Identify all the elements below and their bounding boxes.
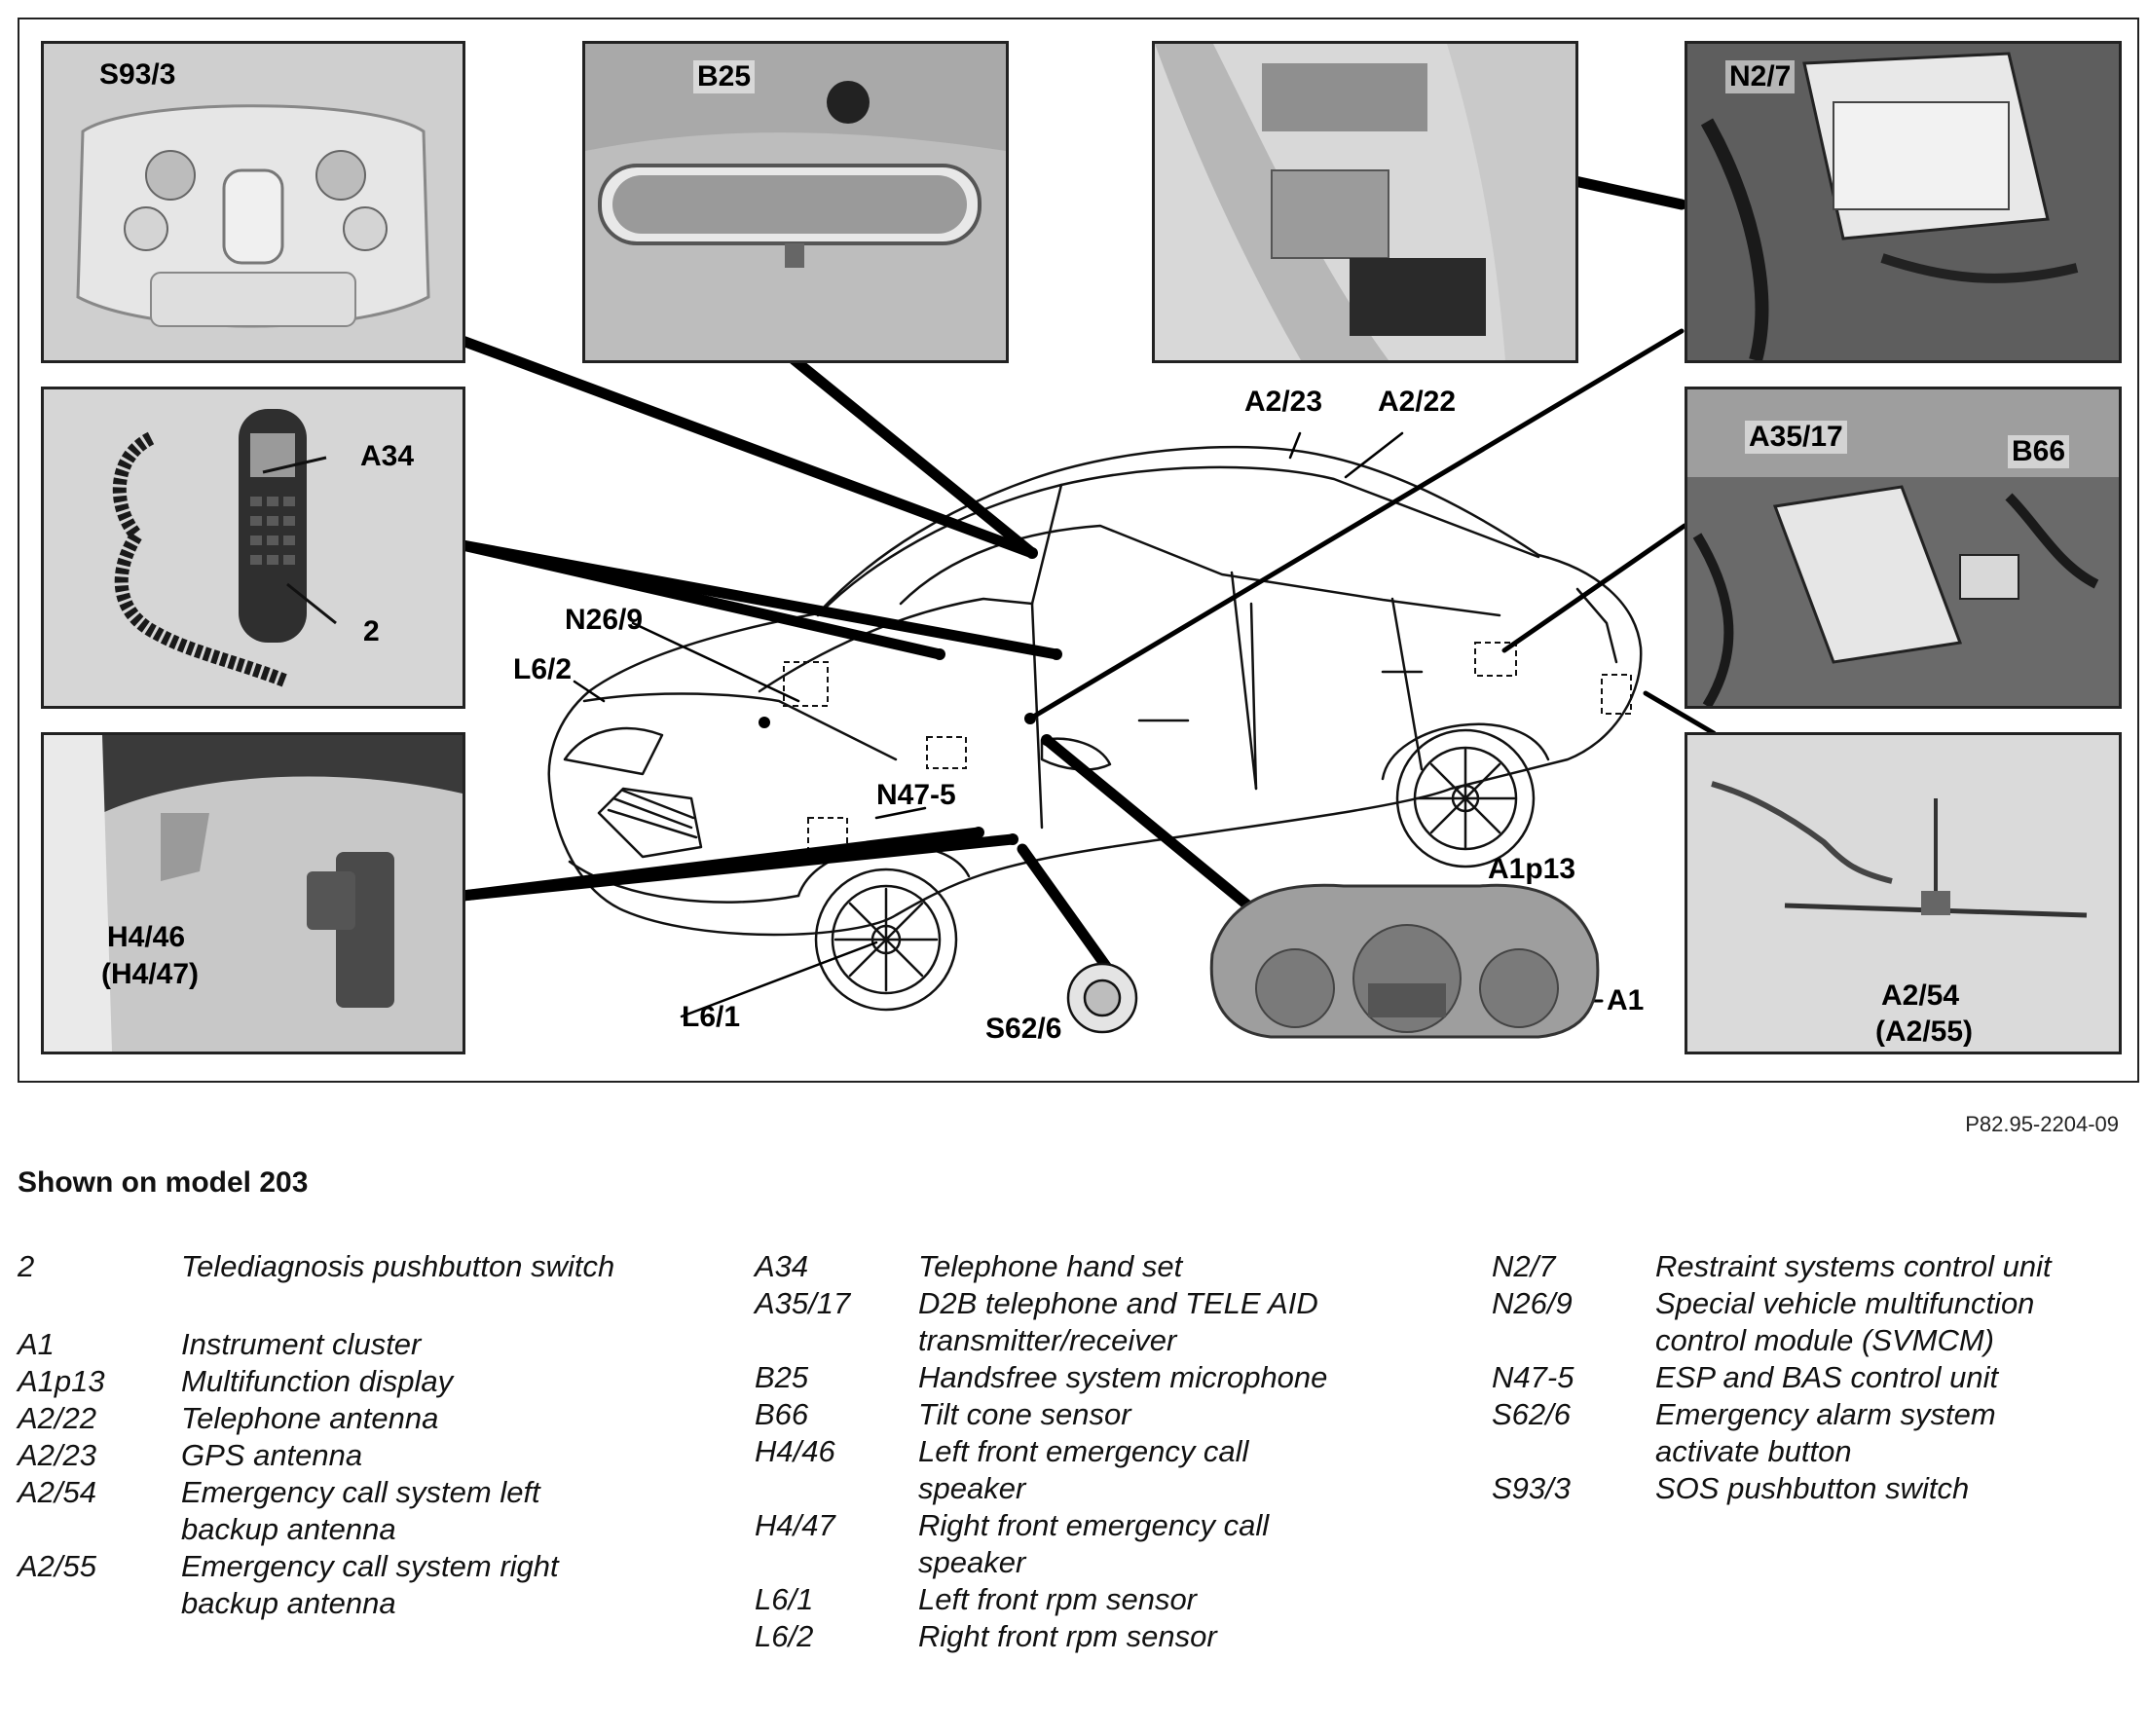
legend-code: A2/55 xyxy=(18,1549,97,1583)
legend-desc: Left front emergency call speaker xyxy=(918,1434,1249,1505)
legend-code: A2/22 xyxy=(18,1401,97,1435)
callout-s62-6: S62/6 xyxy=(985,1013,1062,1045)
diagram-figure: S93/3 B25 N2/7 xyxy=(18,18,2139,1083)
legend-desc: Emergency call system right backup anten… xyxy=(181,1549,559,1620)
model-note: Shown on model 203 xyxy=(18,1166,309,1199)
legend-code: A2/23 xyxy=(18,1438,97,1472)
legend-desc: GPS antenna xyxy=(181,1438,363,1472)
legend-column-2: A34 Telephone hand set A35/17 D2B telephon… xyxy=(755,1248,1456,1655)
callout-a2-23: A2/23 xyxy=(1244,386,1323,418)
legend-desc: Telephone antenna xyxy=(181,1401,439,1435)
callout-a2-22: A2/22 xyxy=(1378,386,1457,418)
legend-code: S62/6 xyxy=(1492,1397,1572,1431)
callout-n47-5: N47-5 xyxy=(876,779,956,811)
legend-desc: Instrument cluster xyxy=(181,1327,422,1361)
callout-b25: B25 xyxy=(693,60,756,93)
legend-item: A2/22 Telephone antenna xyxy=(18,1400,719,1437)
callout-a2-55: (A2/55) xyxy=(1875,1016,1974,1048)
legend-desc: SOS pushbutton switch xyxy=(1655,1471,1970,1505)
panel-overhead-console xyxy=(41,41,465,363)
callout-l6-2: L6/2 xyxy=(513,653,573,685)
legend-item: N2/7 Restraint systems control unit xyxy=(1492,1248,2134,1285)
legend-desc: Tilt cone sensor xyxy=(918,1397,1131,1431)
legend-code: A1p13 xyxy=(18,1364,105,1398)
legend-item: A2/55 Emergency call system right backup … xyxy=(18,1548,719,1622)
legend-code: S93/3 xyxy=(1492,1471,1572,1505)
legend-column-1: 2 Telediagnosis pushbutton switch A1 Instr… xyxy=(18,1248,719,1622)
panel-backup-antenna xyxy=(1685,732,2122,1054)
legend-item: A2/23 GPS antenna xyxy=(18,1437,719,1474)
legend-item: H4/46 Left front emergency call speaker xyxy=(755,1433,1456,1507)
legend-code: N47-5 xyxy=(1492,1360,1574,1394)
callout-h4-46: H4/46 xyxy=(107,921,186,953)
callout-b66: B66 xyxy=(2008,435,2070,468)
legend-code: B25 xyxy=(755,1360,809,1394)
legend-code: L6/2 xyxy=(755,1619,814,1653)
panel-restraint-unit xyxy=(1685,41,2122,363)
callout-h4-47: (H4/47) xyxy=(101,958,200,990)
legend-code: H4/46 xyxy=(755,1434,835,1468)
panel-rearview-mirror xyxy=(582,41,1009,363)
legend-desc: Multifunction display xyxy=(181,1364,454,1398)
legend-code: A1 xyxy=(18,1327,55,1361)
legend-desc: Handsfree system microphone xyxy=(918,1360,1328,1394)
callout-a2-54: A2/54 xyxy=(1881,979,1960,1012)
legend-desc: Right front rpm sensor xyxy=(918,1619,1217,1653)
legend-item: B66 Tilt cone sensor xyxy=(755,1396,1456,1433)
legend-desc: Left front rpm sensor xyxy=(918,1582,1198,1616)
legend-code: A34 xyxy=(755,1249,809,1283)
legend-item: A34 Telephone hand set xyxy=(755,1248,1456,1285)
legend-code: A35/17 xyxy=(755,1286,851,1320)
legend-item: 2 Telediagnosis pushbutton switch xyxy=(18,1248,719,1285)
legend-desc: ESP and BAS control unit xyxy=(1655,1360,1999,1394)
legend-item: B25 Handsfree system microphone xyxy=(755,1359,1456,1396)
legend-item: N47-5 ESP and BAS control unit xyxy=(1492,1359,2134,1396)
legend-code: L6/1 xyxy=(755,1582,814,1616)
callout-n26-9: N26/9 xyxy=(565,604,644,636)
legend-column-3: N2/7 Restraint systems control unit N26/9… xyxy=(1492,1248,2134,1507)
figure-code: P82.95-2204-09 xyxy=(1965,1112,2119,1136)
legend-desc: D2B telephone and TELE AID transmitter/r… xyxy=(918,1286,1318,1357)
legend-item: S62/6 Emergency alarm system activate but… xyxy=(1492,1396,2134,1470)
legend-item: L6/1 Left front rpm sensor xyxy=(755,1581,1456,1618)
legend-item: S93/3 SOS pushbutton switch xyxy=(1492,1470,2134,1507)
legend-code: A2/54 xyxy=(18,1475,97,1509)
callout-a1: A1 xyxy=(1607,984,1645,1016)
callout-n2-7: N2/7 xyxy=(1725,60,1796,93)
legend-item: L6/2 Right front rpm sensor xyxy=(755,1618,1456,1655)
legend-desc: Telephone hand set xyxy=(918,1249,1183,1283)
legend-desc: Telediagnosis pushbutton switch xyxy=(181,1249,615,1283)
callout-a35-17: A35/17 xyxy=(1745,421,1847,454)
legend-code: B66 xyxy=(755,1397,809,1431)
legend-item: A1 Instrument cluster xyxy=(18,1326,719,1363)
legend-item: N26/9 Special vehicle multifunction contr… xyxy=(1492,1285,2134,1359)
legend-code: N2/7 xyxy=(1492,1249,1556,1283)
legend-code: N26/9 xyxy=(1492,1286,1573,1320)
panel-telephone-handset xyxy=(41,387,465,709)
callout-2: 2 xyxy=(363,615,380,647)
panel-footwell-speaker xyxy=(41,732,465,1054)
legend-desc: Right front emergency call speaker xyxy=(918,1508,1270,1579)
legend-item: A35/17 D2B telephone and TELE AID transmi… xyxy=(755,1285,1456,1359)
legend-desc: Emergency call system left backup antenn… xyxy=(181,1475,540,1546)
legend-desc: Emergency alarm system activate button xyxy=(1655,1397,1996,1468)
legend-desc: Restraint systems control unit xyxy=(1655,1249,2052,1283)
legend-code: H4/47 xyxy=(755,1508,835,1542)
legend-desc: Special vehicle multifunction control mo… xyxy=(1655,1286,2035,1357)
callout-s93-3: S93/3 xyxy=(99,58,176,91)
panel-center-console xyxy=(1152,41,1578,363)
callout-l6-1: L6/1 xyxy=(682,1001,741,1033)
callout-a1p13: A1p13 xyxy=(1488,853,1576,885)
legend-code: 2 xyxy=(18,1249,35,1283)
legend-item: A2/54 Emergency call system left backup a… xyxy=(18,1474,719,1548)
callout-a34: A34 xyxy=(360,440,415,472)
legend-item: A1p13 Multifunction display xyxy=(18,1363,719,1400)
legend-item: H4/47 Right front emergency call speaker xyxy=(755,1507,1456,1581)
